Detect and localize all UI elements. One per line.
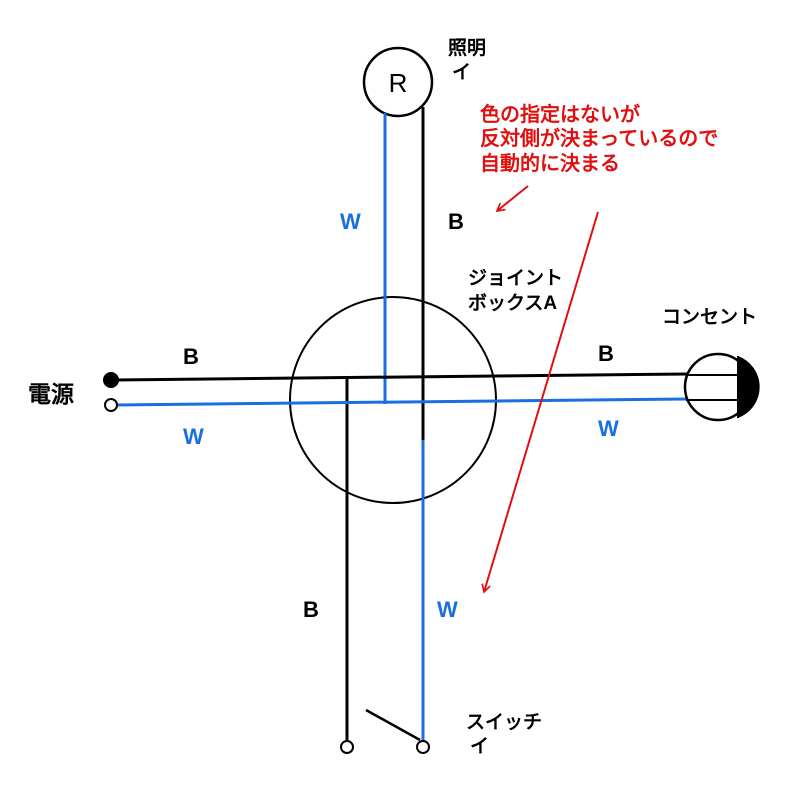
- outlet-label: コンセント: [662, 307, 757, 328]
- power-white-label: W: [183, 424, 204, 449]
- annotation-line-2: 反対側が決まっているので: [480, 126, 718, 150]
- outlet-white-label: W: [598, 416, 619, 441]
- junction-label-2: ボックスA: [468, 292, 557, 314]
- annotation-arrow-short: [497, 185, 529, 211]
- outlet-blade: [738, 356, 760, 418]
- lamp-symbol: R: [389, 68, 408, 98]
- annotation-line-3: 自動的に決まる: [480, 151, 620, 175]
- outlet-black-label: B: [598, 341, 614, 366]
- switch-right-terminal: [416, 740, 430, 754]
- switch-blade: [365, 708, 421, 742]
- lamp-label-1: 照明: [448, 37, 486, 59]
- annotation-line-1: 色の指定はないが: [480, 102, 640, 126]
- switch-white-label: W: [437, 597, 458, 622]
- switch-label-2: イ: [470, 736, 489, 757]
- switch-left-terminal: [340, 740, 354, 754]
- power-black-wire: [110, 372, 689, 382]
- power-black-label: B: [183, 344, 199, 369]
- lamp-label-2: イ: [452, 62, 471, 83]
- power-label: 電源: [28, 381, 74, 407]
- lamp-circle: [362, 46, 434, 118]
- lamp-white-label: W: [340, 209, 361, 234]
- switch-label-1: スイッチ: [466, 712, 542, 733]
- annotation-arrow-long: [484, 211, 599, 592]
- switch-black-label: B: [303, 597, 319, 622]
- power-white-wire: [110, 397, 689, 407]
- junction-label-1: ジョイント: [468, 268, 563, 289]
- power-white-terminal: [104, 398, 118, 412]
- power-black-terminal: [103, 372, 119, 388]
- lamp-black-label: B: [448, 209, 464, 234]
